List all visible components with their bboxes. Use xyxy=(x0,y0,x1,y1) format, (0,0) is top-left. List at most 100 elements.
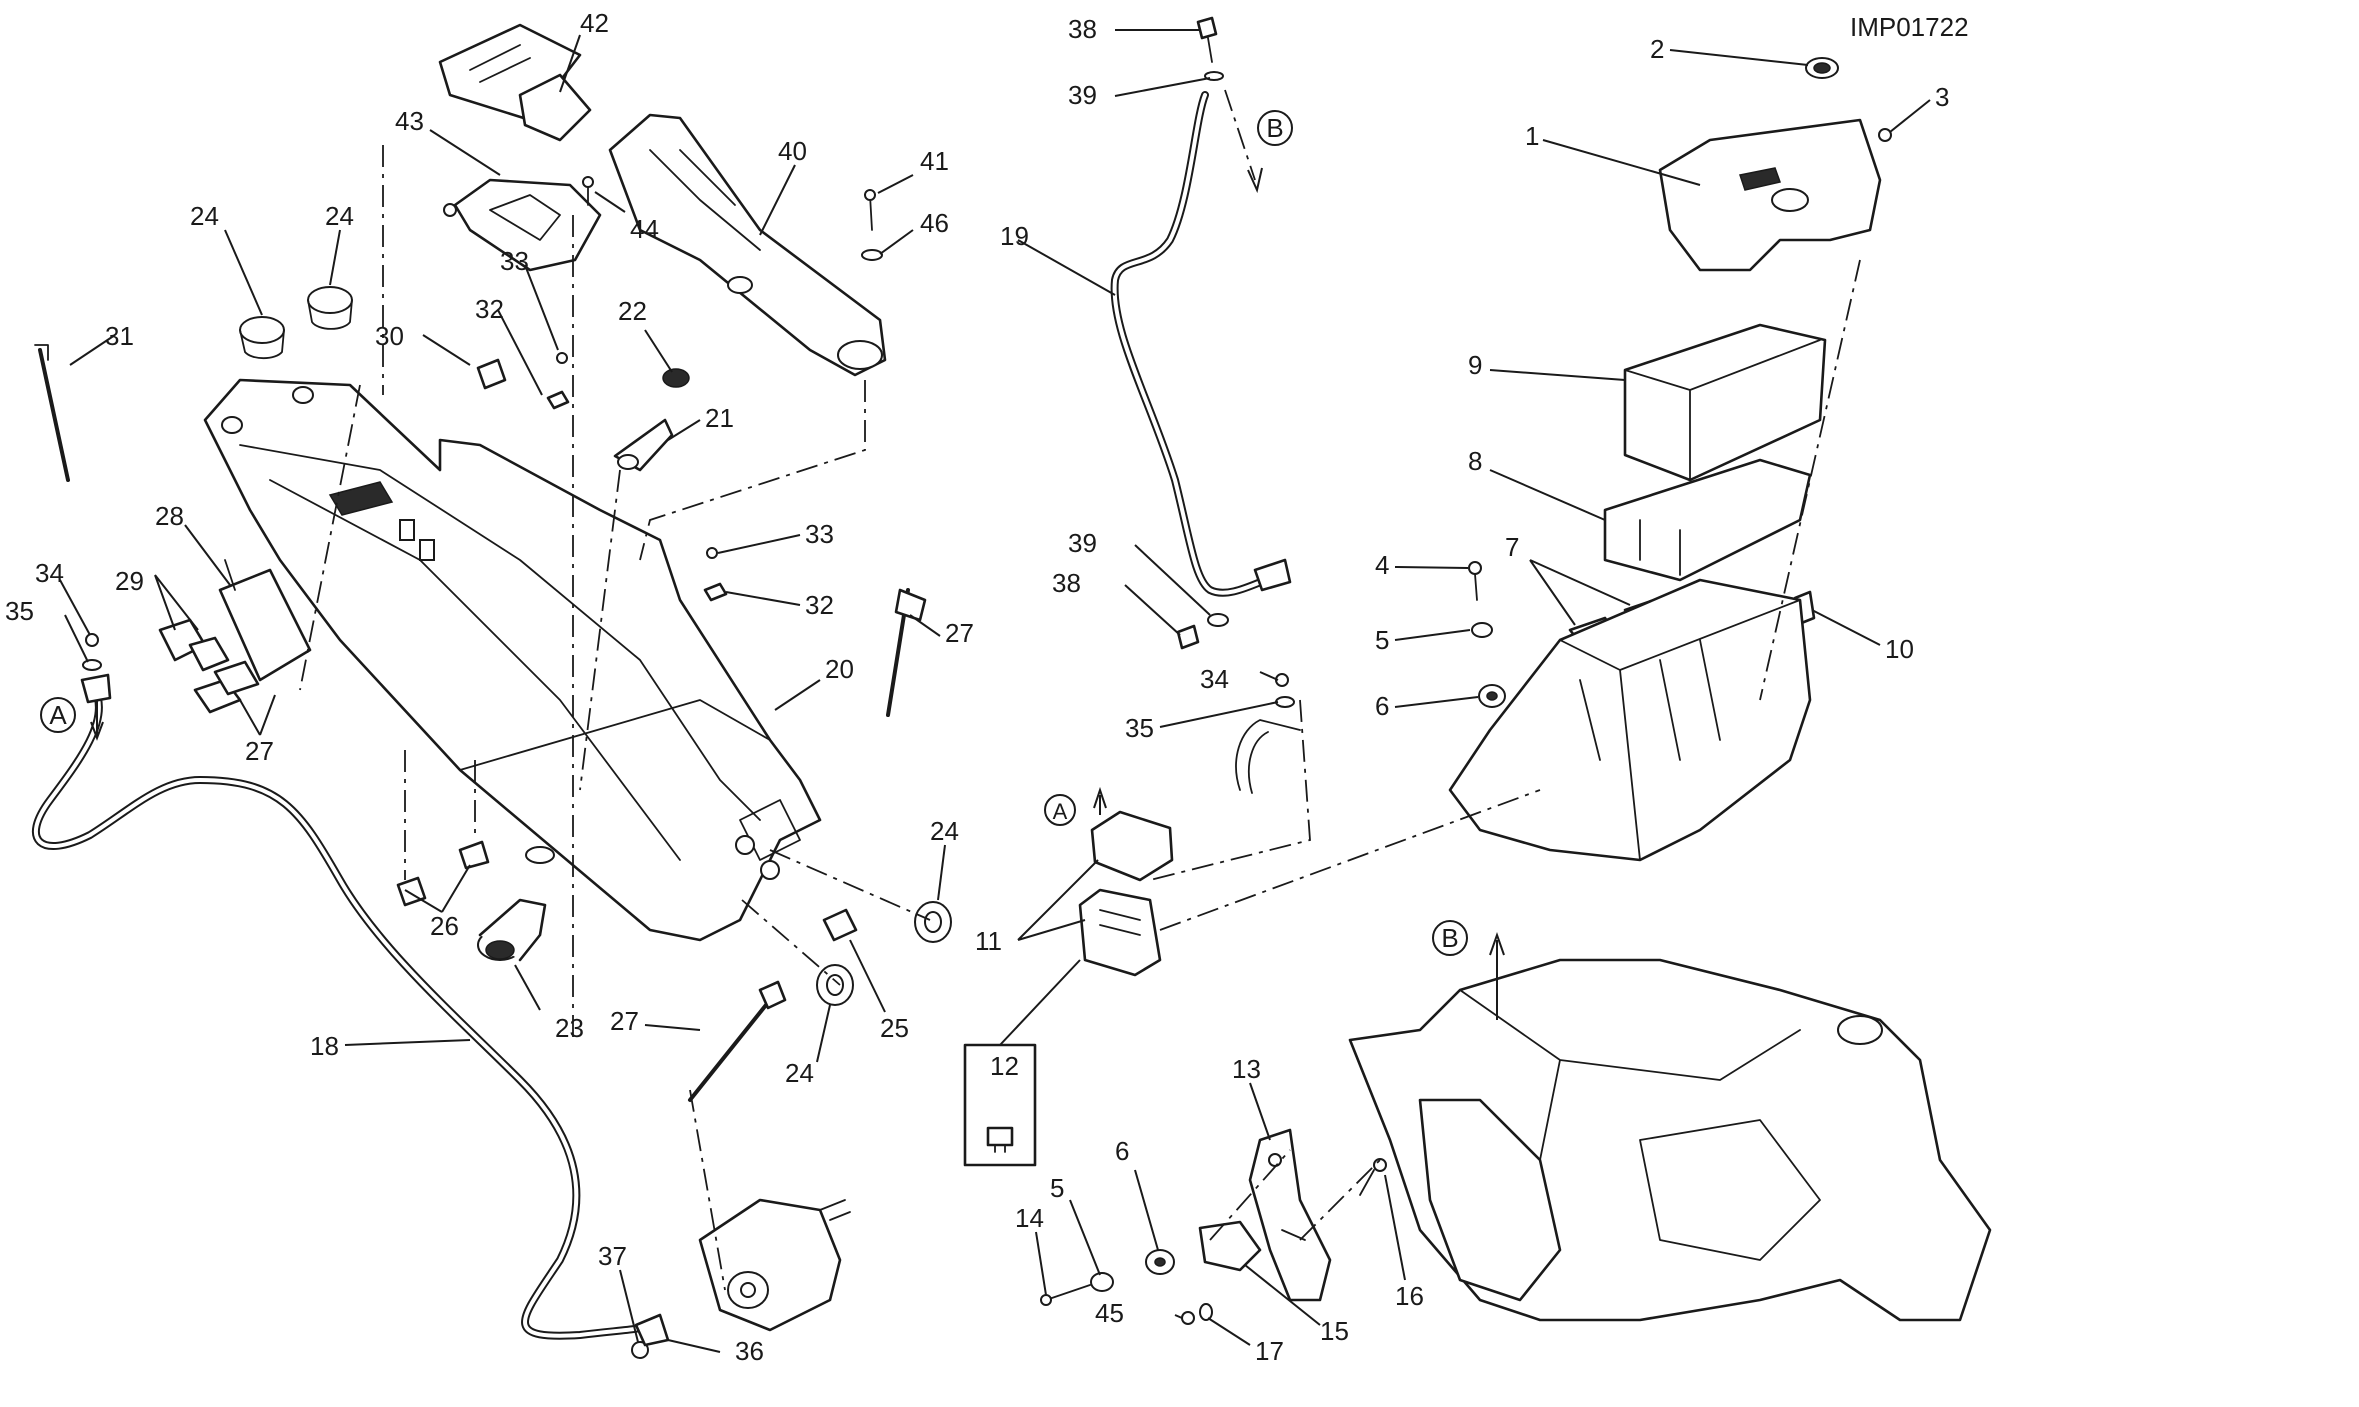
callout-20: 20 xyxy=(825,654,854,684)
callout-39: 39 xyxy=(1068,80,1097,110)
part-2-cap xyxy=(1805,57,1839,79)
part-3-screw xyxy=(1878,128,1892,142)
part-25-connector xyxy=(822,908,858,942)
callout-19: 19 xyxy=(1000,221,1029,251)
callout-32: 32 xyxy=(475,294,504,324)
callout-30: 30 xyxy=(375,321,404,351)
callout-6: 6 xyxy=(1115,1136,1129,1166)
callout-24: 24 xyxy=(930,816,959,846)
callout-24: 24 xyxy=(325,201,354,231)
part-35-washer-b xyxy=(1275,696,1295,708)
part-19-ground-cable xyxy=(1110,91,1292,597)
callout-41: 41 xyxy=(920,146,949,176)
drawing-code: IMP01722 xyxy=(1850,12,1969,42)
part-40-grab-handle xyxy=(608,113,887,377)
svg-text:B: B xyxy=(1266,113,1283,143)
part-24-grommet-c xyxy=(914,901,952,943)
callout-43: 43 xyxy=(395,106,424,136)
part-46-washer xyxy=(861,249,883,261)
callout-38: 38 xyxy=(1052,568,1081,598)
part-33-screw-a xyxy=(556,352,568,364)
part-32-nut-a xyxy=(546,390,570,410)
callout-35: 35 xyxy=(1125,713,1154,743)
callout-5: 5 xyxy=(1050,1173,1064,1203)
part-23-power-socket xyxy=(477,846,555,962)
callout-34: 34 xyxy=(1200,664,1229,694)
leader-lines xyxy=(59,29,1931,1353)
callout-5: 5 xyxy=(1375,625,1389,655)
part-20-battery-tray xyxy=(203,378,822,942)
part-26-pads xyxy=(396,840,490,907)
callout-24: 24 xyxy=(190,201,219,231)
part-31-cable-tie xyxy=(34,344,70,482)
part-45-nut xyxy=(1181,1311,1195,1325)
callout-44: 44 xyxy=(630,214,659,244)
callout-29: 29 xyxy=(115,566,144,596)
callout-14: 14 xyxy=(1015,1203,1044,1233)
callout-38: 38 xyxy=(1068,14,1097,44)
part-34-screw-a xyxy=(85,633,99,647)
callout-6: 6 xyxy=(1375,691,1389,721)
part-27-cable-tie-b xyxy=(688,980,787,1102)
part-37-nut xyxy=(631,1341,649,1359)
part-frame xyxy=(1348,958,1992,1322)
part-4-screw xyxy=(1468,561,1482,601)
part-6-rubber-a xyxy=(1478,684,1506,708)
callout-25: 25 xyxy=(880,1013,909,1043)
part-42-connector xyxy=(438,23,592,142)
callout-42: 42 xyxy=(580,8,609,38)
callout-24: 24 xyxy=(785,1058,814,1088)
callout-33: 33 xyxy=(805,519,834,549)
part-35-washer-a xyxy=(82,659,102,671)
callout-3: 3 xyxy=(1935,82,1949,112)
callout-22: 22 xyxy=(618,296,647,326)
callout-35: 35 xyxy=(5,596,34,626)
part-17-washer xyxy=(1199,1303,1213,1321)
callout-28: 28 xyxy=(155,501,184,531)
part-32-nut-b xyxy=(703,582,728,602)
svg-text:B: B xyxy=(1441,923,1458,953)
callout-labels: 1 2 3 4 5 5 6 6 7 8 9 10 11 12 13 14 15 … xyxy=(5,8,1949,1366)
part-36-terminal xyxy=(634,1313,670,1347)
callout-17: 17 xyxy=(1255,1336,1284,1366)
callout-1: 1 xyxy=(1525,121,1539,151)
callout-26: 26 xyxy=(430,911,459,941)
callout-12: 12 xyxy=(990,1051,1019,1081)
callout-33: 33 xyxy=(500,246,529,276)
part-5-spacer-b xyxy=(1090,1272,1114,1292)
part-39-washer-b xyxy=(1207,613,1229,627)
part-14-bolt xyxy=(1040,1284,1091,1306)
part-11-relay xyxy=(1078,888,1162,977)
callout-40: 40 xyxy=(778,136,807,166)
part-9-battery xyxy=(1623,323,1827,482)
callout-27: 27 xyxy=(610,1006,639,1036)
callout-16: 16 xyxy=(1395,1281,1424,1311)
callout-36: 36 xyxy=(735,1336,764,1366)
reference-marker-B-top: B xyxy=(1257,110,1293,146)
svg-text:A: A xyxy=(1053,799,1068,824)
svg-text:A: A xyxy=(49,700,67,730)
callout-45: 45 xyxy=(1095,1298,1124,1328)
part-22-bracket xyxy=(613,418,674,472)
part-16-bolt xyxy=(1359,1158,1387,1196)
reference-arrows xyxy=(90,89,1505,1020)
part-6-rubber-b xyxy=(1145,1249,1175,1275)
part-30-clip xyxy=(476,358,507,390)
callout-27: 27 xyxy=(245,736,274,766)
reference-marker-B-frame: B xyxy=(1432,920,1468,956)
part-starter-motor xyxy=(698,1198,851,1332)
part-28-module xyxy=(218,559,312,682)
part-1-battery-cover xyxy=(1658,118,1882,272)
callout-7: 7 xyxy=(1505,532,1519,562)
part-13-bracket xyxy=(1248,1128,1332,1302)
part-18-battery-cable xyxy=(31,673,654,1340)
callout-21: 21 xyxy=(705,403,734,433)
part-41-screw xyxy=(864,189,876,231)
callout-13: 13 xyxy=(1232,1054,1261,1084)
part-24-grommet-b xyxy=(307,286,353,330)
callout-39: 39 xyxy=(1068,528,1097,558)
part-33-screw-b xyxy=(706,547,718,559)
callout-27: 27 xyxy=(945,618,974,648)
part-21-grommet xyxy=(662,368,690,388)
